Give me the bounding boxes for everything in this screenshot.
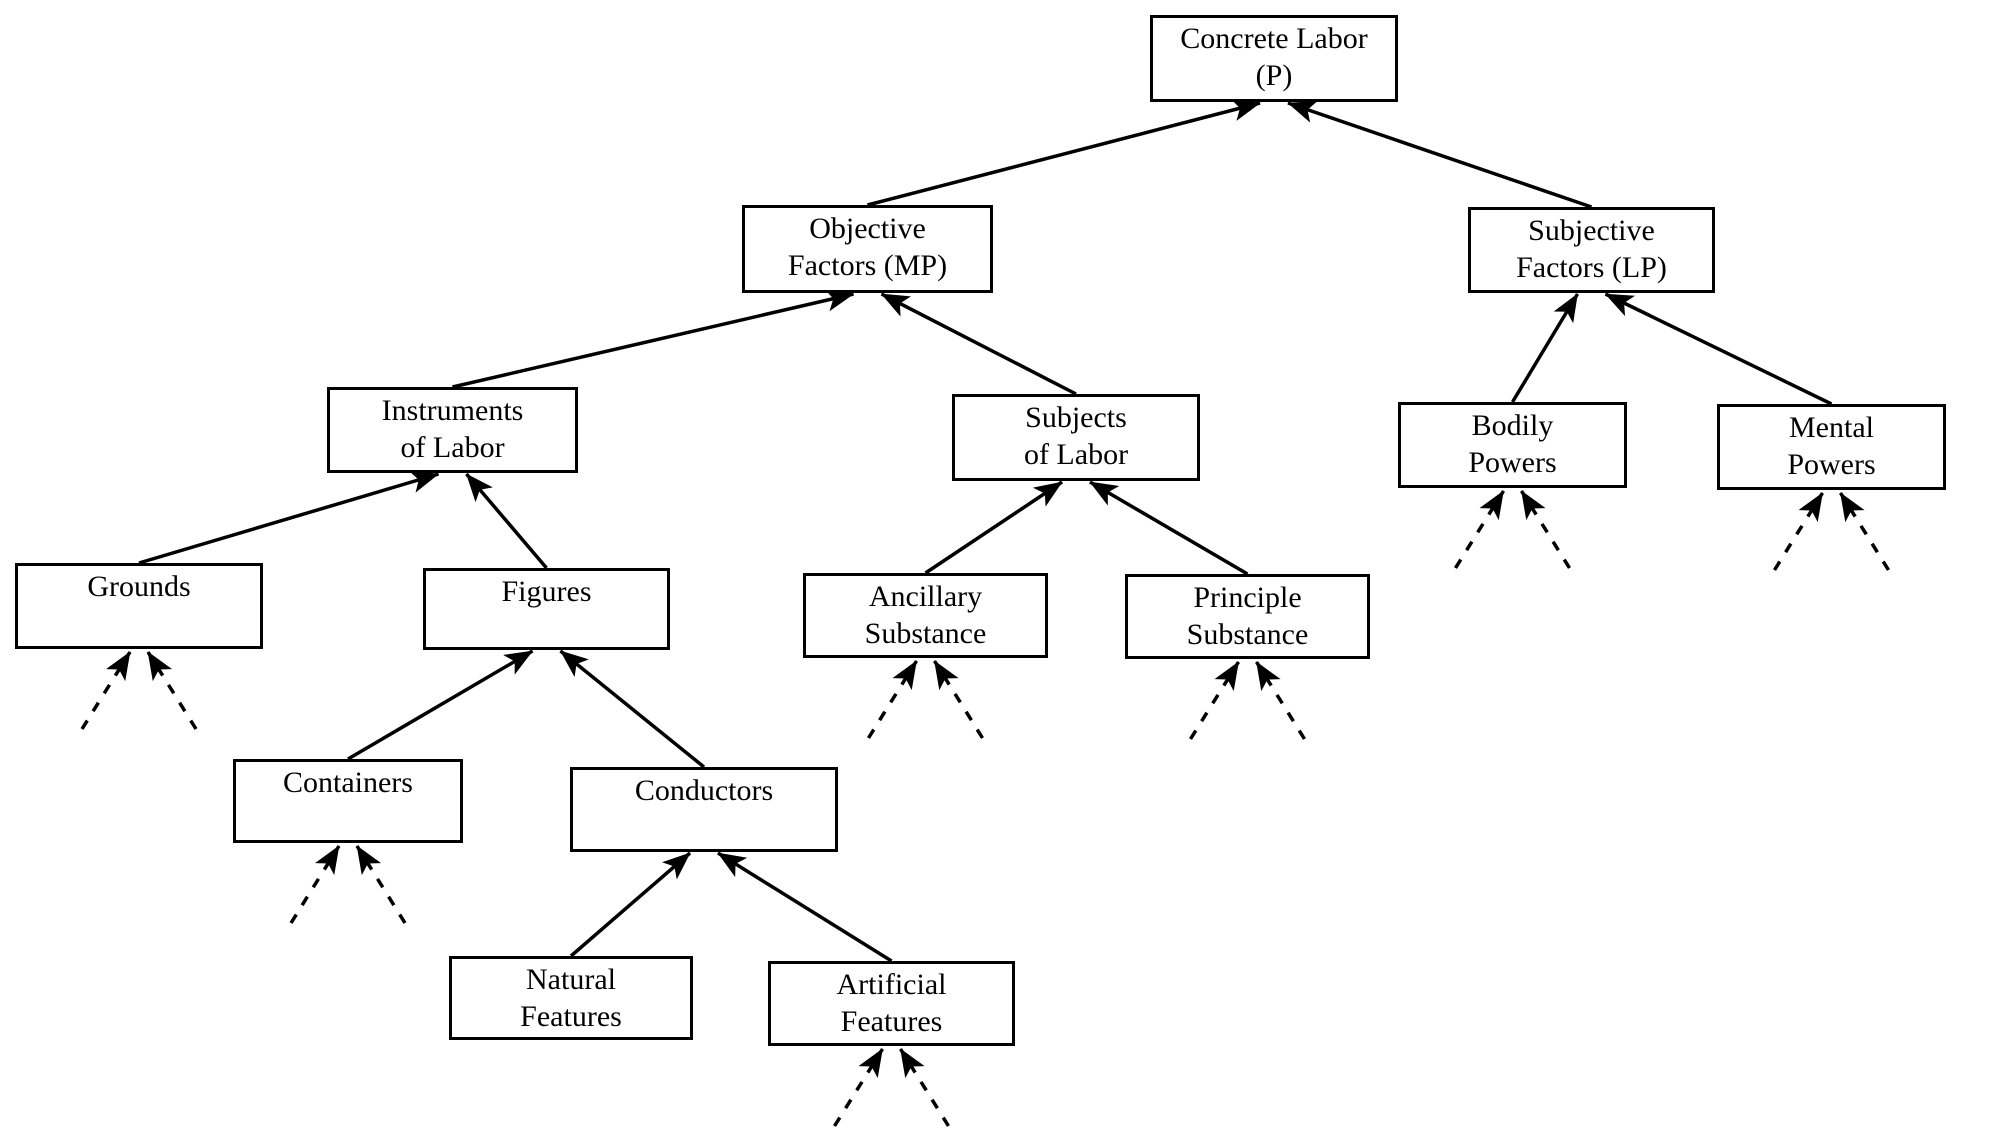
- edge-natural_features-to-conductors: [569, 851, 692, 958]
- node-subjective-factors: Subjective Factors (LP): [1468, 207, 1715, 293]
- node-label-line: Factors (MP): [787, 249, 948, 282]
- dashed-arrow-into-ancillary_substance-right: [933, 660, 984, 739]
- node-natural-features: Natural Features: [449, 956, 693, 1040]
- node-label-line: Substance: [1186, 618, 1309, 651]
- edge-figures-to-instruments_of_labor: [465, 472, 548, 570]
- dashed-arrow-into-grounds-right: [146, 651, 198, 730]
- dashed-arrow-into-bodily_powers-left: [1454, 490, 1505, 569]
- node-label-line: Artificial: [836, 968, 947, 1001]
- node-label-line: Factors (LP): [1516, 251, 1667, 284]
- edge-objective_factors-to-concrete_labor: [867, 98, 1261, 207]
- node-objective-factors: Objective Factors (MP): [742, 205, 993, 293]
- dashed-arrow-into-containers-right: [355, 845, 407, 924]
- dashed-arrow-into-mental_powers-right: [1839, 492, 1890, 571]
- node-label-line: of Labor: [1023, 438, 1129, 471]
- edge-artificial_features-to-conductors: [717, 851, 893, 963]
- edge-grounds-to-instruments_of_labor: [138, 470, 440, 565]
- node-bodily-powers: Bodily Powers: [1398, 402, 1627, 488]
- dashed-arrow-into-containers-left: [289, 845, 341, 924]
- node-ancillary-substance: Ancillary Substance: [803, 573, 1048, 658]
- edge-conductors-to-figures: [559, 649, 706, 769]
- dashed-arrow-into-artificial_features-right: [899, 1048, 950, 1127]
- dashed-arrow-into-bodily_powers-right: [1520, 490, 1571, 569]
- node-label-line: Principle: [1193, 581, 1302, 614]
- dashed-arrow-into-ancillary_substance-left: [867, 660, 918, 739]
- edge-subjective_factors-to-concrete_labor: [1287, 101, 1593, 209]
- node-principle-substance: Principle Substance: [1125, 574, 1370, 659]
- edge-bodily_powers-to-subjective_factors: [1511, 293, 1579, 403]
- edge-instruments_of_labor-to-objective_factors: [452, 289, 855, 389]
- node-label-line: Natural: [526, 963, 616, 996]
- node-label-line: Mental: [1789, 411, 1874, 444]
- dashed-arrow-into-mental_powers-left: [1773, 492, 1824, 571]
- node-subjects-of-labor: Subjects of Labor: [952, 394, 1200, 481]
- node-grounds: Grounds: [15, 563, 263, 649]
- dashed-arrow-into-principle_substance-left: [1189, 661, 1240, 740]
- node-containers: Containers: [233, 759, 463, 843]
- node-artificial-features: Artificial Features: [768, 961, 1015, 1046]
- node-label-line: Grounds: [87, 570, 191, 603]
- node-label-line: Objective: [809, 212, 926, 245]
- node-mental-powers: Mental Powers: [1717, 404, 1946, 490]
- node-label-line: Bodily: [1471, 409, 1554, 442]
- node-conductors: Conductors: [570, 767, 838, 852]
- node-label-line: Powers: [1468, 446, 1557, 479]
- edge-containers-to-figures: [347, 649, 534, 761]
- node-label-line: Concrete Labor: [1180, 22, 1368, 55]
- node-label-line: Powers: [1787, 448, 1876, 481]
- edge-mental_powers-to-subjective_factors: [1604, 292, 1833, 406]
- node-label-line: Figures: [501, 575, 592, 608]
- node-label-line: Subjective: [1528, 214, 1655, 247]
- edge-ancillary_substance-to-subjects_of_labor: [924, 480, 1063, 575]
- node-figures: Figures: [423, 568, 670, 650]
- node-concrete-labor: Concrete Labor (P): [1150, 15, 1398, 102]
- node-label-line: of Labor: [400, 431, 505, 464]
- edge-subjects_of_labor-to-objective_factors: [880, 292, 1077, 396]
- dashed-arrow-into-grounds-left: [80, 651, 132, 730]
- node-label-line: Containers: [283, 766, 413, 799]
- edge-principle_substance-to-subjects_of_labor: [1089, 480, 1249, 576]
- node-label-line: Conductors: [634, 774, 774, 807]
- node-label-line: Features: [520, 1000, 622, 1033]
- dashed-arrow-into-principle_substance-right: [1255, 661, 1306, 740]
- node-label-line: Subjects: [1025, 401, 1127, 434]
- node-label-line: Ancillary: [868, 580, 983, 613]
- node-instruments-of-labor: Instruments of Labor: [327, 387, 578, 473]
- node-label-line: (P): [1255, 59, 1293, 92]
- node-label-line: Substance: [864, 617, 987, 650]
- dashed-arrow-into-artificial_features-left: [833, 1048, 884, 1127]
- node-label-line: Instruments: [381, 394, 524, 427]
- node-label-line: Features: [840, 1005, 943, 1038]
